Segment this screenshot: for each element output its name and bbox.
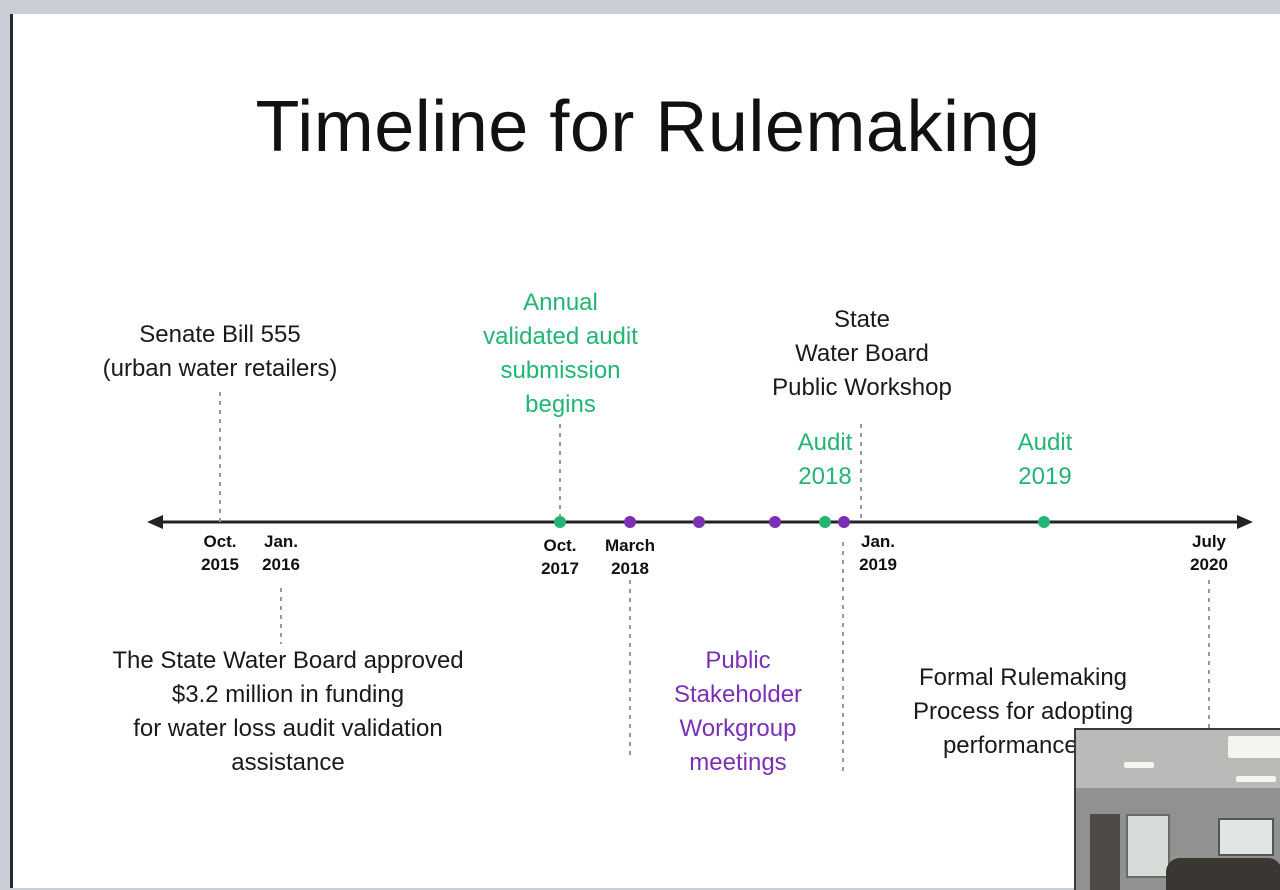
event-audit-2018: Audit 2018 [797,429,853,490]
event-senate-bill-555: Senate Bill 555 (urban water retailers) [102,321,338,382]
marker-workgroup-2 [769,516,781,528]
marker-workgroup-3 [838,516,850,528]
slide: Timeline for Rulemaking Senate Bill 555 … [10,14,1280,888]
date-oct-2015: Oct. 2015 [201,532,239,574]
event-stakeholder-meetings: Public Stakeholder Workgroup meetings [673,647,803,776]
marker-mar2018 [624,516,636,528]
marker-oct2017 [554,516,566,528]
slide-title: Timeline for Rulemaking [255,87,1041,167]
marker-workgroup-1 [693,516,705,528]
date-july-2020: July 2020 [1190,532,1228,574]
date-oct-2017: Oct. 2017 [541,536,579,578]
marker-audit2019 [1038,516,1050,528]
event-formal-rulemaking: Formal Rulemaking Process for adopting p… [912,664,1134,759]
event-funding-approved: The State Water Board approved $3.2 mill… [112,647,464,776]
axis-arrow-right [1237,515,1253,529]
webcam-video-overlay [1074,728,1280,890]
date-march-2018: March 2018 [604,536,656,578]
axis-arrow-left [147,515,163,529]
marker-audit2018 [819,516,831,528]
date-jan-2016: Jan. 2016 [262,532,300,574]
event-public-workshop: State Water Board Public Workshop [772,306,952,401]
event-annual-audit-begins: Annual validated audit submission begins [483,289,638,418]
date-jan-2019: Jan. 2019 [859,532,897,574]
event-audit-2019: Audit 2019 [1017,429,1073,490]
timeline-graphic [147,392,1253,774]
